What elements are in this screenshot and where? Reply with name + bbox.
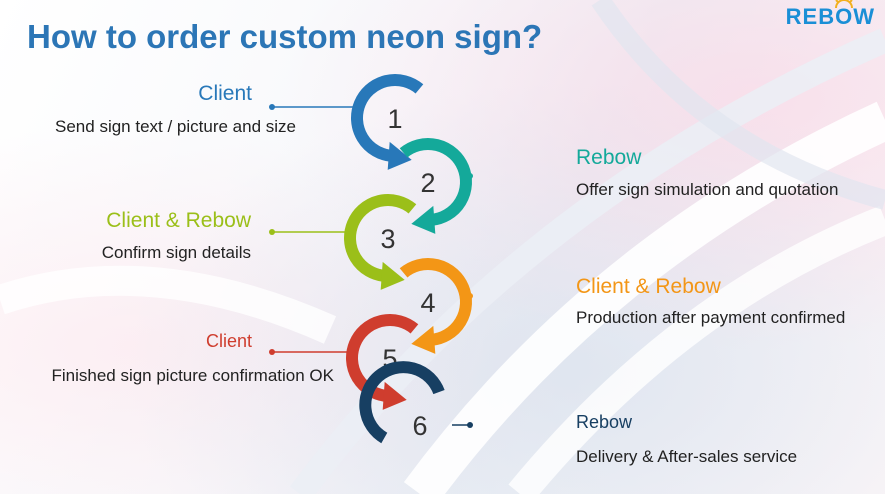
step-3-arrow: 3 bbox=[269, 194, 417, 290]
step-2-description: Offer sign simulation and quotation bbox=[576, 180, 839, 199]
step-4-arrow: 4 bbox=[399, 258, 473, 354]
step-6-label: Rebow bbox=[576, 412, 633, 432]
step-1-ring bbox=[351, 74, 424, 162]
step-3-label: Client & Rebow bbox=[106, 209, 251, 232]
step-6-number: 6 bbox=[412, 411, 427, 441]
step-4-number: 4 bbox=[420, 288, 435, 318]
step-2-number: 2 bbox=[420, 168, 435, 198]
step-4-ring bbox=[399, 258, 472, 346]
step-3-dot bbox=[269, 229, 275, 235]
step-2-arrow: 2 bbox=[399, 138, 473, 234]
step-6-dot bbox=[467, 422, 473, 428]
step-6-ring bbox=[359, 361, 445, 444]
step-5-label: Client bbox=[205, 331, 252, 351]
step-1-number: 1 bbox=[387, 104, 402, 134]
step-1-arrowhead bbox=[387, 141, 412, 170]
step-2-label: Rebow bbox=[576, 146, 642, 169]
step-1-label: Client bbox=[198, 82, 252, 105]
step-4-arrowhead bbox=[411, 325, 436, 354]
step-3-number: 3 bbox=[380, 224, 395, 254]
step-2-ring bbox=[399, 138, 472, 226]
step-5-dot bbox=[269, 349, 275, 355]
step-4-label: Client & Rebow bbox=[576, 275, 721, 298]
step-5-arrowhead bbox=[382, 381, 407, 410]
step-1-arrow: 1 bbox=[269, 74, 424, 170]
step-6-description: Delivery & After-sales service bbox=[576, 447, 798, 466]
step-4-description: Production after payment confirmed bbox=[576, 308, 846, 327]
step-3-description: Confirm sign details bbox=[101, 243, 251, 262]
step-1-description: Send sign text / picture and size bbox=[55, 117, 296, 136]
step-1-dot bbox=[269, 104, 275, 110]
step-6-arrow: 6 bbox=[359, 361, 473, 444]
step-5-description: Finished sign picture confirmation OK bbox=[51, 366, 334, 385]
sun-icon bbox=[835, 0, 854, 8]
step-2-arrowhead bbox=[411, 205, 436, 234]
step-3-arrowhead bbox=[380, 261, 405, 290]
page-title: How to order custom neon sign? bbox=[27, 18, 543, 55]
step-3-ring bbox=[344, 194, 417, 282]
